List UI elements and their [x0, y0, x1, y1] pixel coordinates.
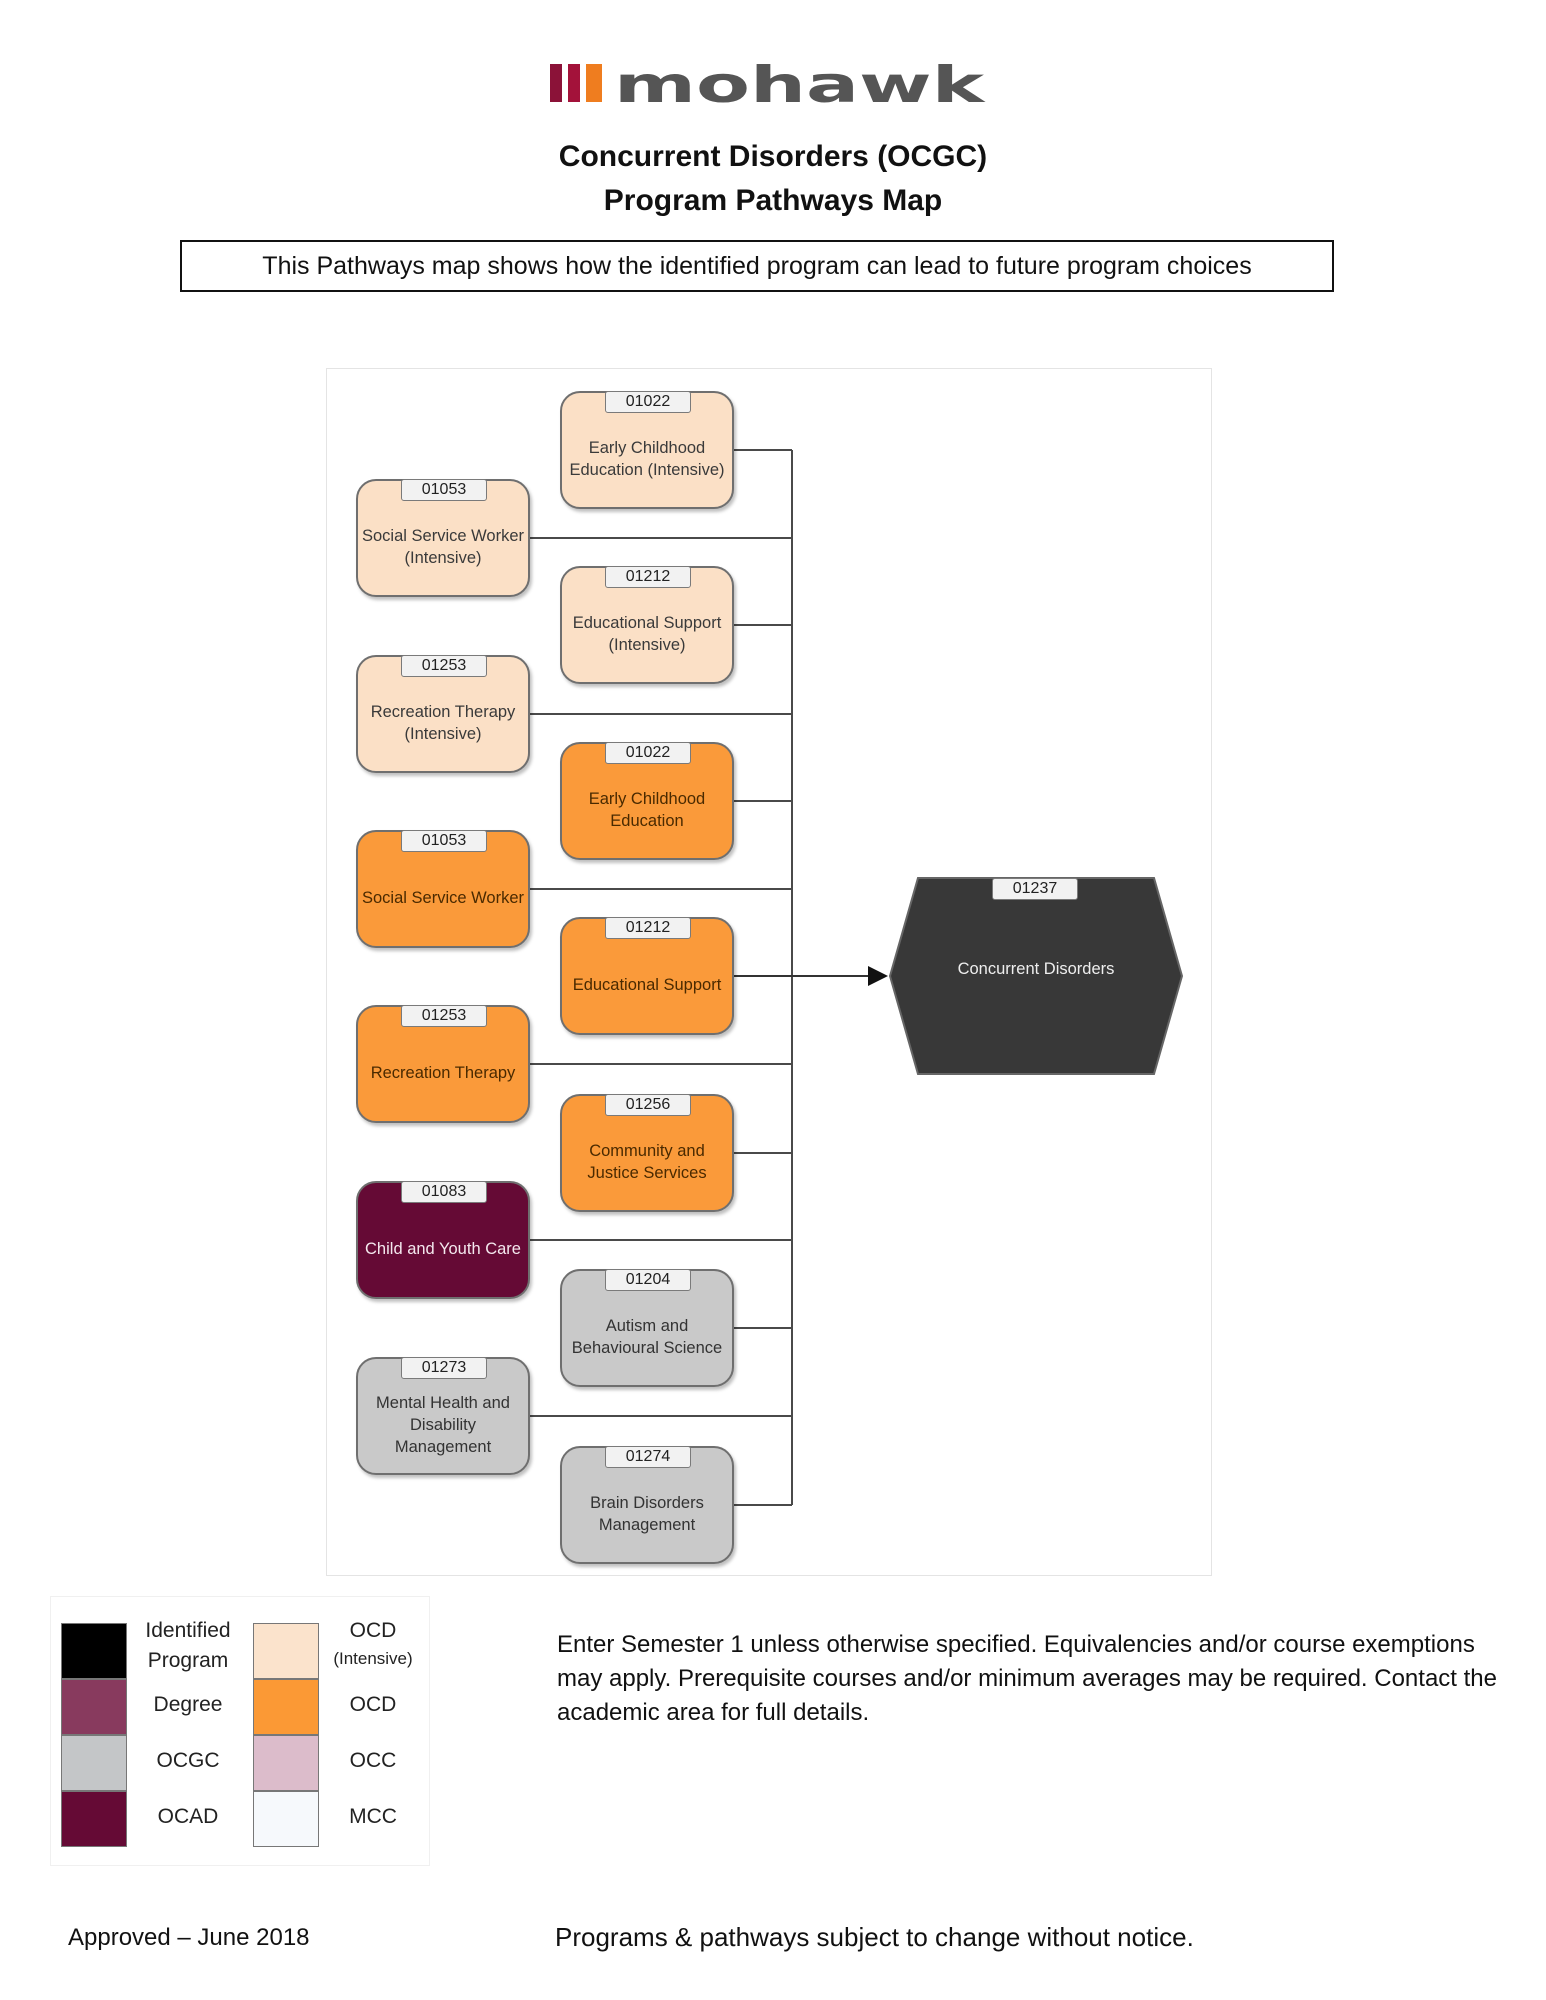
- program-name: Early Childhood Education (Intensive): [569, 439, 725, 479]
- page-subtitle: Program Pathways Map: [603, 184, 943, 217]
- program-node-cjs: 01256 Community and Justice Services: [560, 1094, 734, 1212]
- intro-text: This Pathways map shows how the identifi…: [262, 251, 1252, 280]
- program-code: 01256: [605, 1094, 691, 1116]
- program-node-es-intensive: 01212 Educational Support (Intensive): [560, 566, 734, 684]
- legend-label-intensive: (Intensive): [333, 1649, 413, 1668]
- legend-swatch-degree: [61, 1679, 127, 1735]
- legend-swatch-identified: [61, 1623, 127, 1679]
- intro-banner: This Pathways map shows how the identifi…: [180, 240, 1334, 292]
- program-code: 01022: [605, 391, 691, 413]
- legend-swatch-ocad: [61, 1791, 127, 1847]
- legend-swatch-ocd: [253, 1679, 319, 1735]
- legend-label-mcc: MCC: [349, 1805, 397, 1828]
- legend-swatch-ocd-intensive: [253, 1623, 319, 1679]
- program-code: 01053: [401, 830, 487, 852]
- legend-label-ocd: OCD: [349, 1693, 397, 1716]
- legend-label-occ: OCC: [349, 1749, 397, 1772]
- program-node-ece-intensive: 01022 Early Childhood Education (Intensi…: [560, 391, 734, 509]
- target-program-code: 01237: [992, 878, 1078, 900]
- program-code: 01204: [605, 1269, 691, 1291]
- program-name: Educational Support (Intensive): [572, 614, 722, 654]
- legend-label-degree: Degree: [153, 1693, 223, 1716]
- program-name: Recreation Therapy (Intensive): [370, 703, 516, 743]
- program-name: Early Childhood Education: [588, 790, 706, 830]
- program-node-mhdm: 01273 Mental Health and Disability Manag…: [356, 1357, 530, 1475]
- program-code: 01274: [605, 1446, 691, 1468]
- program-node-rt: 01253 Recreation Therapy: [356, 1005, 530, 1123]
- program-code: 01253: [401, 1005, 487, 1027]
- change-disclaimer: Programs & pathways subject to change wi…: [555, 1922, 1194, 1952]
- program-name: Mental Health and Disability Management: [376, 1394, 510, 1456]
- program-name: Autism and Behavioural Science: [571, 1317, 723, 1357]
- program-node-ece: 01022 Early Childhood Education: [560, 742, 734, 860]
- mohawk-logo: mohawk: [550, 58, 987, 108]
- diagram-frame: [326, 368, 1212, 1576]
- program-name: Social Service Worker (Intensive): [362, 527, 524, 567]
- legend-label-ocgc: OCGC: [156, 1749, 220, 1772]
- program-node-rt-intensive: 01253 Recreation Therapy (Intensive): [356, 655, 530, 773]
- program-code: 01083: [401, 1181, 487, 1203]
- program-node-bdm: 01274 Brain Disorders Management: [560, 1446, 734, 1564]
- program-name: Brain Disorders Management: [590, 1494, 704, 1534]
- approved-date: Approved – June 2018: [68, 1924, 310, 1951]
- program-code: 01273: [401, 1357, 487, 1379]
- program-code: 01022: [605, 742, 691, 764]
- program-name: Social Service Worker: [362, 889, 524, 907]
- legend-label-ocd-intensive: OCD: [349, 1619, 397, 1642]
- page-title: Concurrent Disorders (OCGC): [558, 140, 988, 173]
- program-code: 01253: [401, 655, 487, 677]
- program-name: Community and Justice Services: [587, 1142, 707, 1182]
- admission-note: Enter Semester 1 unless otherwise specif…: [557, 1631, 1497, 1726]
- program-node-es: 01212 Educational Support: [560, 917, 734, 1035]
- target-program-name: Concurrent Disorders: [957, 960, 1115, 978]
- logo-text: mohawk: [614, 58, 987, 108]
- program-code: 01053: [401, 479, 487, 501]
- program-node-ssw-intensive: 01053 Social Service Worker (Intensive): [356, 479, 530, 597]
- legend-label-program: Program: [147, 1649, 229, 1672]
- legend-swatch-occ: [253, 1735, 319, 1791]
- program-name: Recreation Therapy: [370, 1064, 516, 1082]
- program-node-ssw: 01053 Social Service Worker: [356, 830, 530, 948]
- legend-label-identified: Identified: [145, 1619, 231, 1642]
- target-program-hexagon: [888, 877, 1184, 1075]
- program-name: Educational Support: [572, 976, 722, 994]
- program-node-cyc: 01083 Child and Youth Care: [356, 1181, 530, 1299]
- legend-swatch-ocgc: [61, 1735, 127, 1791]
- color-legend: Identified Program Degree OCGC OCAD OCD …: [50, 1596, 430, 1866]
- legend-swatch-mcc: [253, 1791, 319, 1847]
- legend-label-ocad: OCAD: [157, 1805, 219, 1828]
- program-node-abs: 01204 Autism and Behavioural Science: [560, 1269, 734, 1387]
- program-code: 01212: [605, 566, 691, 588]
- program-name: Child and Youth Care: [365, 1240, 521, 1258]
- program-code: 01212: [605, 917, 691, 939]
